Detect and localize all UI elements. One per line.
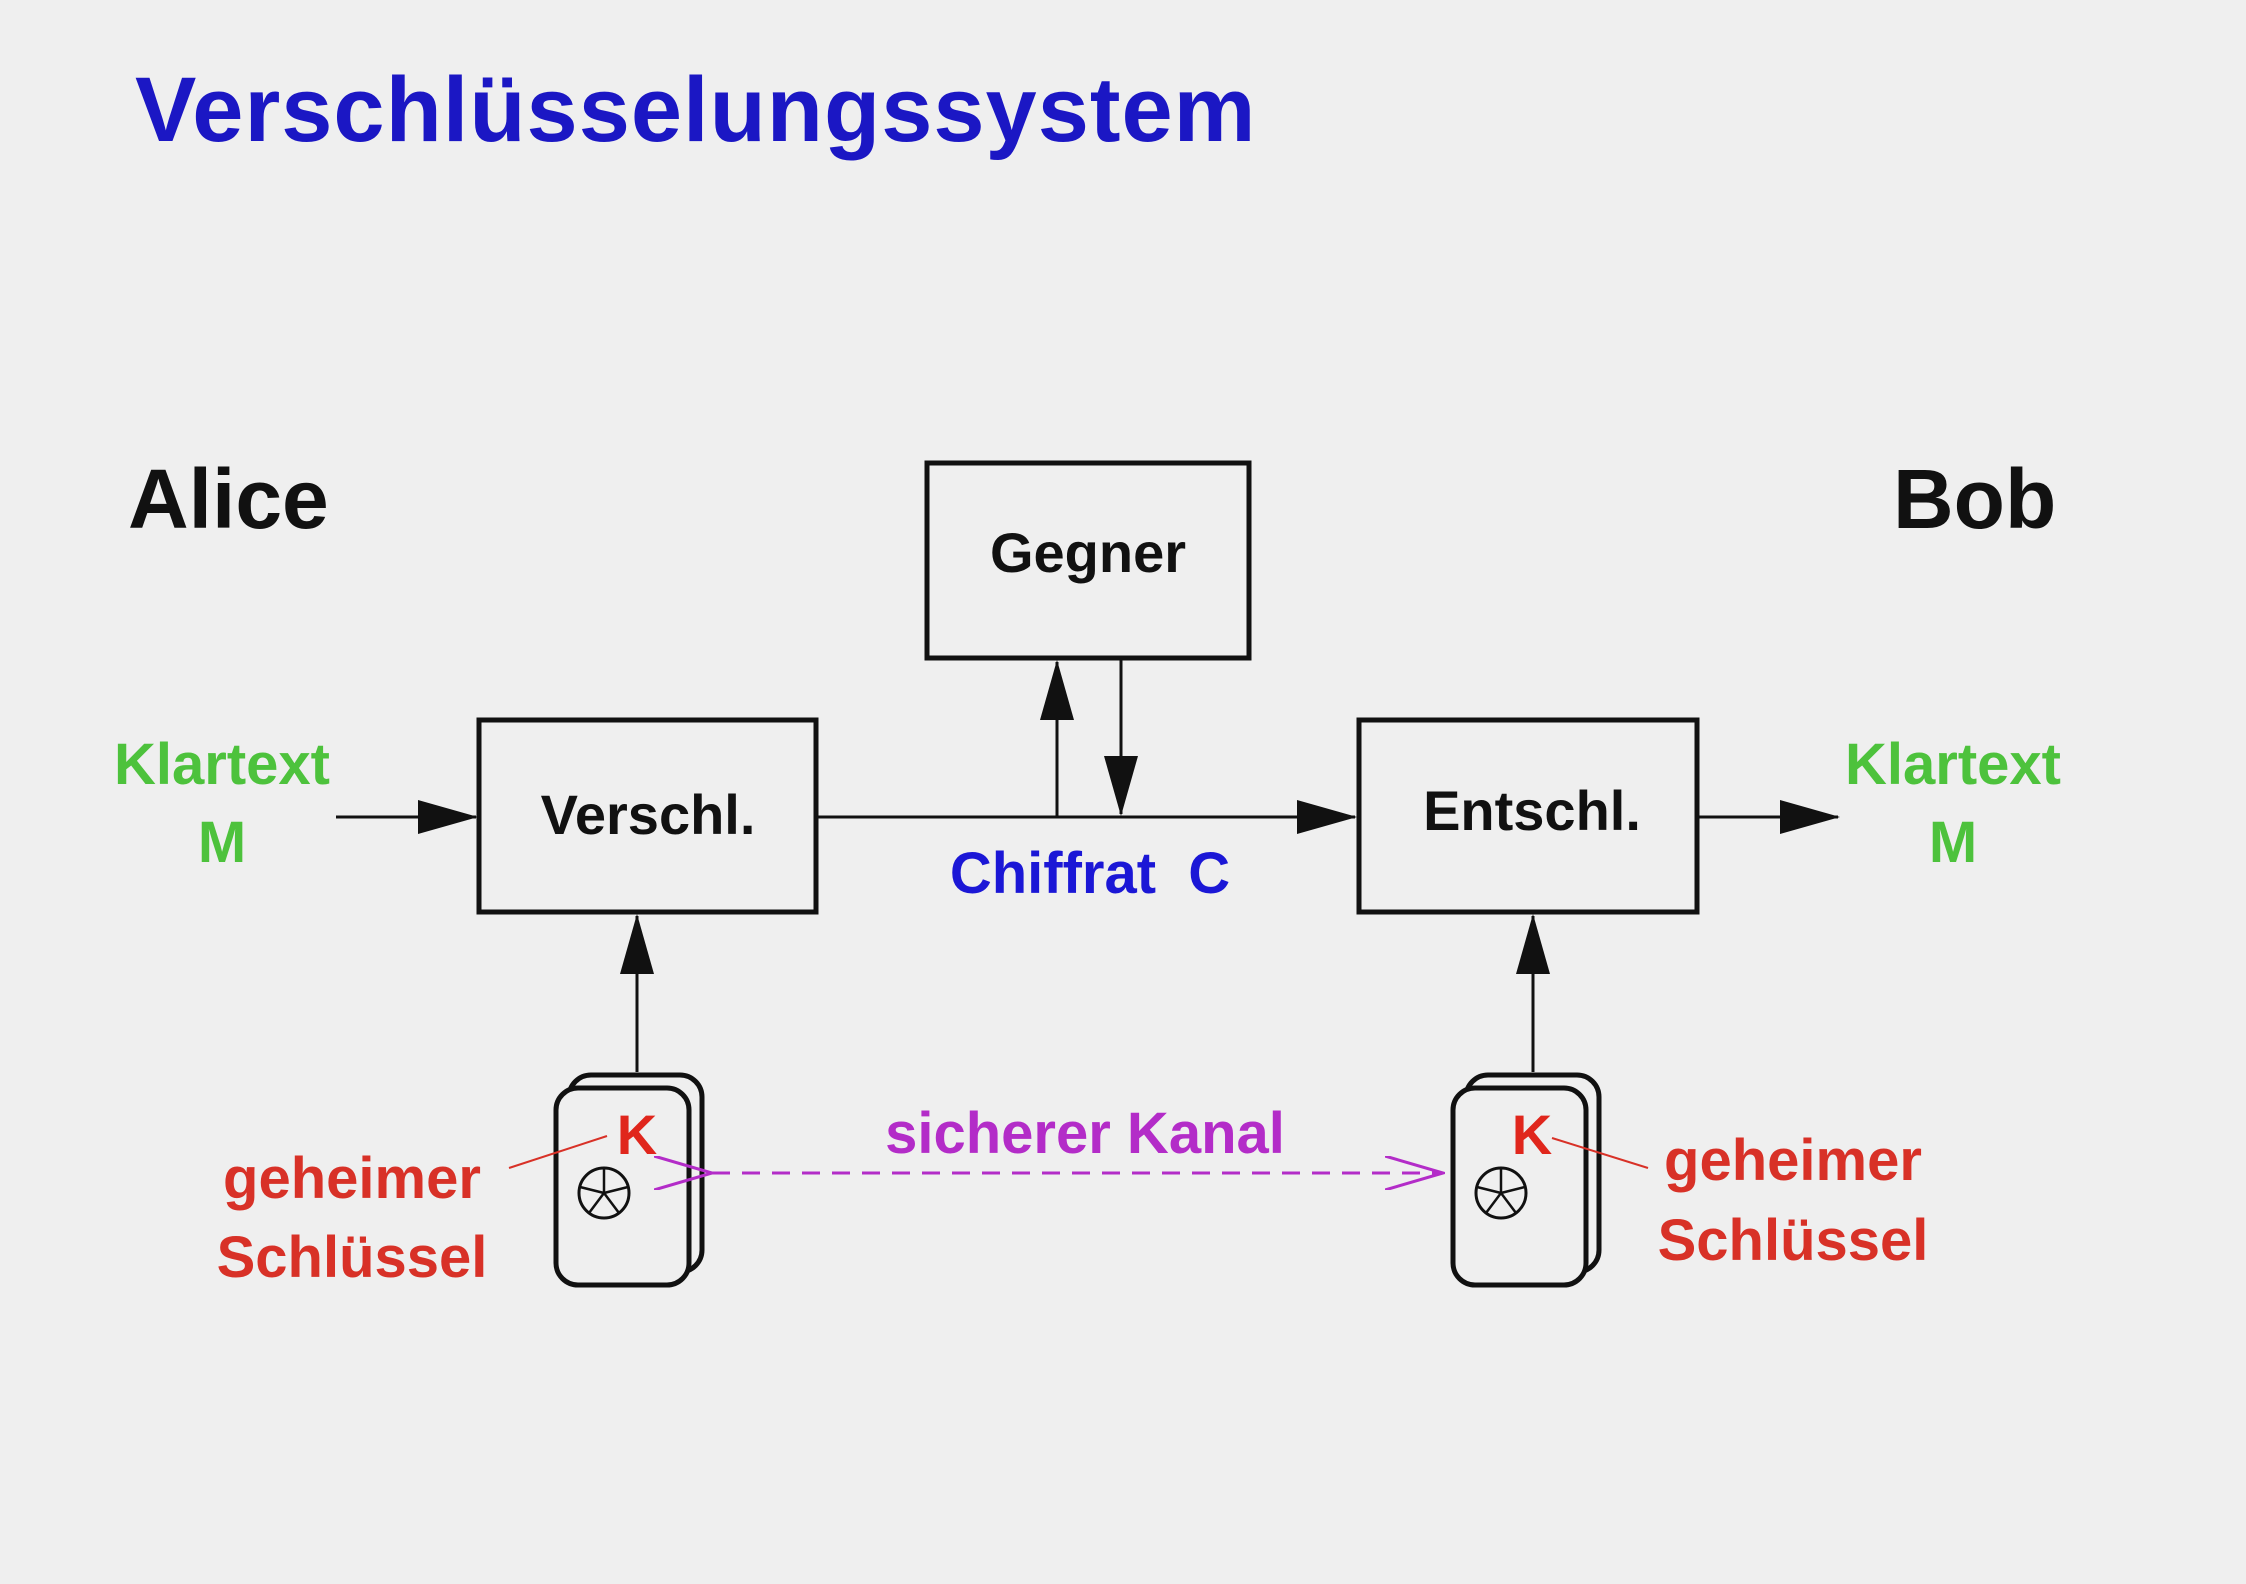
secure-channel-label: sicherer Kanal [885, 1101, 1285, 1166]
adversary-label: Gegner [990, 521, 1186, 584]
key-right-dial-icon [1474, 1166, 1528, 1220]
key-left-letter: K [617, 1103, 657, 1166]
bob-label: Bob [1893, 452, 2056, 546]
key-right-pointer [1551, 1137, 1649, 1169]
encrypt-box: Verschl. [476, 717, 819, 915]
key-card-right: K [1450, 1072, 1602, 1288]
key-right-letter: K [1512, 1103, 1552, 1166]
key-left-dial-icon [577, 1166, 631, 1220]
decrypt-box: Entschl. [1356, 717, 1700, 915]
plaintext-right-line2: M [1929, 810, 1977, 875]
ciphertext-label: Chiffrat C [950, 841, 1230, 906]
encrypt-label: Verschl. [541, 783, 756, 846]
plaintext-left-line1: Klartext [114, 732, 330, 797]
key-right-line2: Schlüssel [1658, 1208, 1929, 1273]
key-left-line1: geheimer [223, 1146, 481, 1211]
alice-label: Alice [128, 452, 329, 546]
slide-title: Verschlüsselungssystem [135, 59, 1257, 161]
adversary-box: Gegner [924, 460, 1252, 661]
key-left-pointer [508, 1135, 608, 1169]
plaintext-right-line1: Klartext [1845, 732, 2061, 797]
decrypt-label: Entschl. [1423, 779, 1641, 842]
plaintext-left-line2: M [198, 810, 246, 875]
key-left-line2: Schlüssel [217, 1225, 488, 1290]
key-card-left: K [553, 1072, 705, 1288]
key-right-line1: geheimer [1664, 1128, 1922, 1193]
